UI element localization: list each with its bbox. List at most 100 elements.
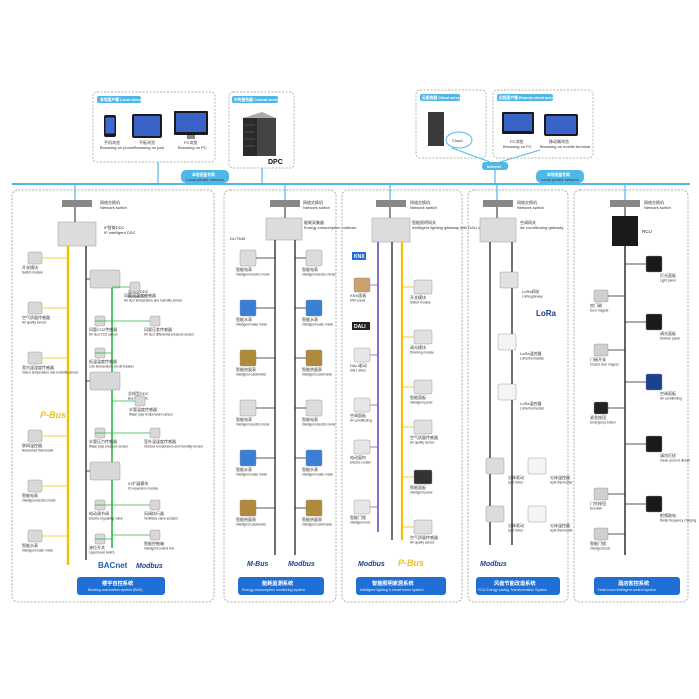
energy-gateway-en: Energy consumption collector	[304, 225, 357, 230]
device-label-cn: 智能电表	[302, 416, 318, 422]
energy-bus-label: DL/T645	[230, 236, 246, 241]
device-label-en: Intelligent water meter	[302, 473, 334, 477]
device-label-cn: 空气质量传感器	[410, 434, 438, 440]
device-label-cn: LoRa网关	[522, 288, 540, 294]
device-label-cn: 室内温湿度传感器	[22, 364, 54, 370]
device-label-cn: 门磁开关	[590, 356, 606, 362]
lighting-gateway-icon	[371, 217, 411, 243]
fcu-footer-en: FCU Energy saving Transformation System	[478, 588, 547, 592]
network-right-badge	[536, 170, 584, 183]
device-label-en: Liquid level switch	[89, 551, 115, 555]
remote-client-box: 远程客户端 Remote client access PC浏览 Browsing…	[492, 89, 594, 159]
panel-icon	[353, 499, 371, 515]
device-label-cn: 射频取电	[660, 512, 676, 518]
device-label-en: Clean and not disturb	[660, 459, 691, 463]
meter-icon	[305, 349, 323, 367]
device-label-en: Intelligent electric meter	[236, 423, 271, 427]
device-label-cn: 电动窗帘	[350, 454, 366, 460]
device-label-en: Radio frequency charging	[660, 519, 697, 523]
thermostat-icon	[497, 333, 517, 351]
module-icon	[413, 469, 433, 485]
bas-switch-en: Network switch	[100, 205, 127, 210]
device-label-en: Air quality sensor	[410, 441, 435, 445]
energy-modbus-logo: Modbus	[288, 561, 315, 568]
cloud-server-box: 云服务器 Cloud server Cloud	[415, 89, 487, 159]
module-icon	[413, 419, 433, 435]
meter-icon	[239, 349, 257, 367]
energy-footer-cn: 能耗监测系统	[262, 579, 294, 587]
dali-logo-badge	[352, 322, 370, 330]
cloud-label: Cloud	[452, 138, 462, 143]
bas-ip-ddc-icon	[57, 221, 97, 247]
device-label-cn: IO扩展模块	[128, 480, 148, 486]
room-panel-icon	[645, 313, 663, 331]
room-panel-icon	[645, 373, 663, 391]
device-label-en: Indoor temperature and humidity sensor	[22, 371, 79, 375]
lighting-gateway-en: Intelligent lighting gateway with DALI a…	[412, 225, 495, 230]
rcu-label: RCU	[642, 229, 652, 234]
hotel-footer-banner	[594, 577, 680, 595]
hotel-device-icon	[593, 527, 609, 541]
device-label-en: Networked thermostat	[22, 449, 53, 453]
bas-footer-cn: 楼宇自控系统	[102, 579, 134, 587]
device-label-cn: 紧急按钮	[590, 414, 606, 420]
phone-label-cn: 手机浏览	[104, 139, 120, 145]
network-left-cn: 本地设备专网	[191, 172, 215, 177]
column-bas: 网络交换机 Network switch IP智能DDC IP intellig…	[11, 189, 215, 603]
device-label-en: Intelligent water meter	[236, 323, 268, 327]
device-label-en: Air conditioning	[350, 419, 372, 423]
cloud-server-title: 云服务器 Cloud server	[422, 95, 462, 100]
room-panel-icon	[645, 495, 663, 513]
fcu-gateway-icon	[479, 217, 517, 243]
device-label-en: Ventilator valve actuator	[144, 517, 179, 521]
pc-label-en: Browsing on PC	[178, 145, 207, 150]
device-label-cn: 液位开关	[89, 544, 105, 550]
field-sensor-icon	[134, 395, 146, 407]
device-label-en: Switch module	[410, 301, 431, 305]
device-label-en: Closed door magnet	[590, 363, 619, 367]
device-label-en: Outdoor temperature and humidity sensor	[144, 445, 204, 449]
device-label-en: Intelligent water meter	[236, 473, 268, 477]
cloud-server-rack-icon	[428, 112, 444, 146]
device-label-en: Light panel	[660, 279, 676, 283]
lighting-switch-icon	[376, 200, 406, 207]
device-label-en: Water pipe temperature sensor	[129, 413, 174, 417]
module-icon	[413, 329, 433, 345]
device-label-cn: 智能门锁	[590, 540, 606, 546]
pad-label-cn: 平板浏览	[139, 139, 155, 145]
sensor-icon	[27, 251, 43, 265]
hotel-device-icon	[593, 289, 609, 303]
lighting-footer-banner	[356, 577, 446, 595]
ddc-icon	[89, 371, 121, 391]
lighting-gateway-cn: 智能照明网关	[412, 219, 436, 225]
device-label-en: Intelligent electric meter	[302, 423, 337, 427]
device-label-en: Intelligent lock	[590, 547, 611, 551]
network-left-badge	[181, 170, 229, 183]
device-label-en: Air duct temperature and humidity sensor	[124, 299, 183, 303]
device-label-cn: 总线型DDC	[128, 390, 149, 396]
thermostat-icon	[485, 505, 505, 523]
device-label-en: Intelligent calorimeter	[236, 523, 267, 527]
device-label-en: Emergency button	[590, 421, 616, 425]
device-label-cn: 室外温湿度传感器	[144, 438, 176, 444]
meter-icon	[305, 249, 323, 267]
thermostat-icon	[497, 383, 517, 401]
bas-gateway-cn: IP智能DDC	[104, 224, 125, 230]
